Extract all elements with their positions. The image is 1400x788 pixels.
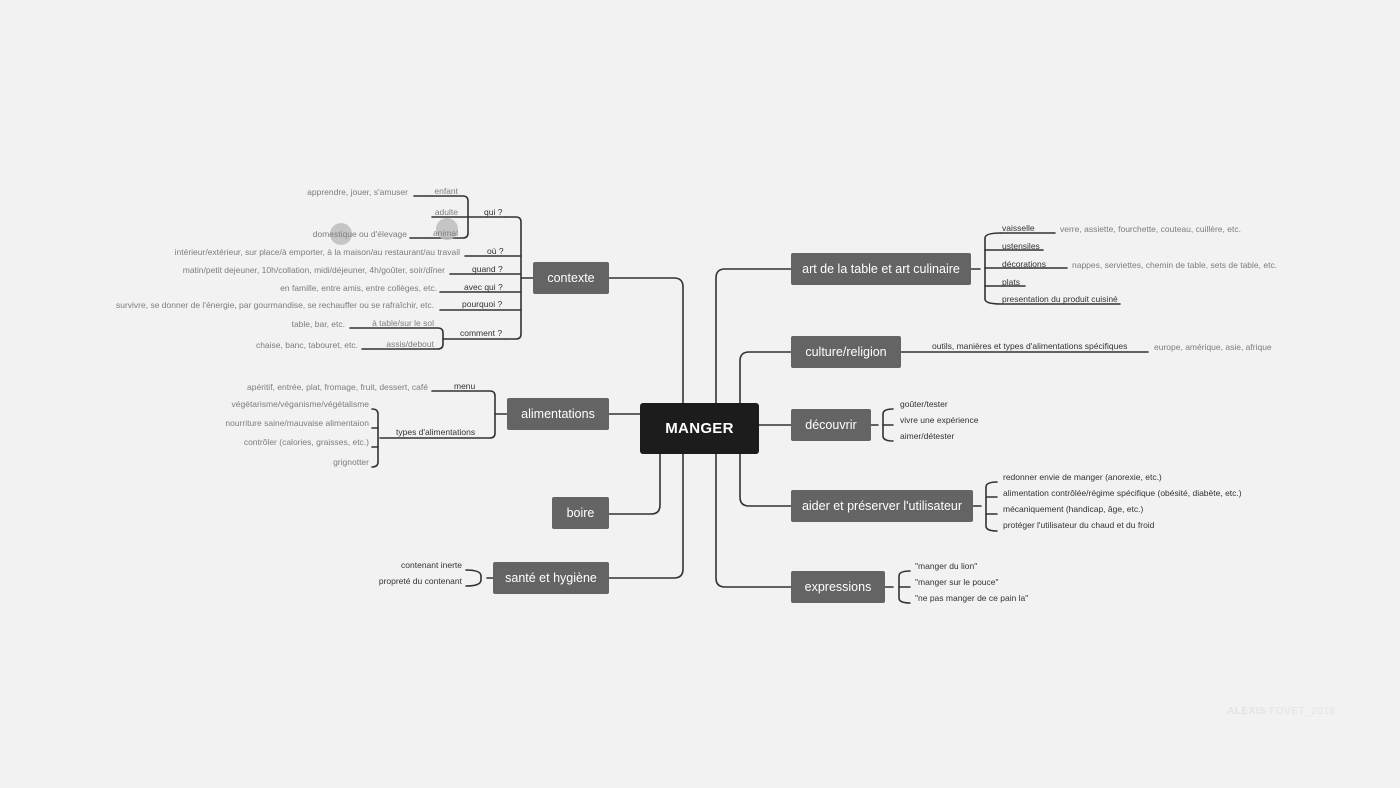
label-quand-detail: matin/petit dejeuner, 10h/collation, mid… xyxy=(182,265,445,275)
label-outils: outils, manières et types d'alimentation… xyxy=(932,341,1128,351)
label-enfant-detail: apprendre, jouer, s'amuser xyxy=(307,187,408,197)
label-a-table-detail: table, bar, etc. xyxy=(291,319,345,329)
label-quand: quand ? xyxy=(472,264,503,274)
label-aider-item: mécaniquement (handicap, âge, etc.) xyxy=(1003,504,1144,514)
label-plats: plats xyxy=(1002,277,1020,287)
label-outils-detail: europe, amérique, asie, afrique xyxy=(1154,342,1272,352)
label-assis-detail: chaise, banc, tabouret, etc. xyxy=(255,340,358,350)
credit-rest: FOVET_2018 xyxy=(1266,706,1336,717)
label-decouvrir-item: goûter/tester xyxy=(900,399,948,409)
node-sante-hygiene[interactable]: santé et hygiène xyxy=(493,562,609,594)
label-types-item: nourriture saine/mauvaise alimentaion xyxy=(225,418,369,428)
label-menu: menu xyxy=(454,381,476,391)
label-aider-item: protéger l'utilisateur du chaud et du fr… xyxy=(1003,520,1155,530)
center-node-manger[interactable]: MANGER xyxy=(640,403,759,454)
label-adulte: adulte xyxy=(434,207,458,217)
label-decouvrir-item: aimer/détester xyxy=(900,431,955,441)
label-types-item: végétarisme/véganisme/végétalisme xyxy=(231,399,369,409)
label-sante-item: contenant inerte xyxy=(401,560,462,570)
label-comment: comment ? xyxy=(460,328,503,338)
node-aider-preserver[interactable]: aider et préserver l'utilisateur xyxy=(791,490,973,522)
label-qui: qui ? xyxy=(484,207,503,217)
node-boire[interactable]: boire xyxy=(552,497,609,529)
author-credit: ALEXIS FOVET_2018 xyxy=(1227,706,1336,717)
node-contexte[interactable]: contexte xyxy=(533,262,609,294)
label-presentation: presentation du produit cuisiné xyxy=(1002,294,1118,304)
label-vaisselle: vaisselle xyxy=(1002,223,1035,233)
label-animal-detail: domestique ou d'élevage xyxy=(312,229,407,239)
label-menu-detail: apéritif, entrée, plat, fromage, fruit, … xyxy=(247,382,428,392)
label-types-item: grignotter xyxy=(333,457,369,467)
label-pourquoi-detail: survivre, se donner de l'énergie, par go… xyxy=(115,300,434,310)
label-avec-qui-detail: en famille, entre amis, entre collèges, … xyxy=(280,283,437,293)
node-expressions[interactable]: expressions xyxy=(791,571,885,603)
label-ou-detail: intérieur/extérieur, sur place/à emporte… xyxy=(174,247,460,257)
label-decouvrir-item: vivre une expérience xyxy=(900,415,979,425)
label-expression-item: "manger sur le pouce" xyxy=(915,577,999,587)
label-enfant: enfant xyxy=(434,186,458,196)
label-avec-qui: avec qui ? xyxy=(464,282,503,292)
label-decorations: décorations xyxy=(1002,259,1046,269)
label-decorations-detail: nappes, serviettes, chemin de table, set… xyxy=(1072,260,1278,270)
label-vaisselle-detail: verre, assiette, fourchette, couteau, cu… xyxy=(1060,224,1241,234)
highlight-dot-left xyxy=(330,223,352,245)
label-types-alimentations: types d'alimentations xyxy=(396,427,476,437)
label-expression-item: "manger du lion" xyxy=(915,561,978,571)
label-animal: animal xyxy=(432,228,458,238)
label-pourquoi: pourquoi ? xyxy=(462,299,503,309)
highlight-dot-right xyxy=(436,218,458,240)
label-sante-item: propreté du contenant xyxy=(378,576,462,586)
label-a-table: à table/sur le sol xyxy=(372,318,434,328)
credit-first: ALEXIS xyxy=(1227,706,1267,717)
label-ou: où ? xyxy=(487,246,504,256)
label-types-item: contrôler (calories, graisses, etc.) xyxy=(243,437,369,447)
label-ustensiles: ustensiles xyxy=(1002,241,1040,251)
node-decouvrir[interactable]: découvrir xyxy=(791,409,871,441)
label-aider-item: alimentation contrôlée/régime spécifique… xyxy=(1003,488,1242,498)
node-culture-religion[interactable]: culture/religion xyxy=(791,336,901,368)
node-alimentations[interactable]: alimentations xyxy=(507,398,609,430)
label-assis: assis/debout xyxy=(386,339,434,349)
node-art-de-la-table[interactable]: art de la table et art culinaire xyxy=(791,253,971,285)
label-expression-item: "ne pas manger de ce pain la" xyxy=(915,593,1029,603)
label-aider-item: redonner envie de manger (anorexie, etc.… xyxy=(1003,472,1162,482)
